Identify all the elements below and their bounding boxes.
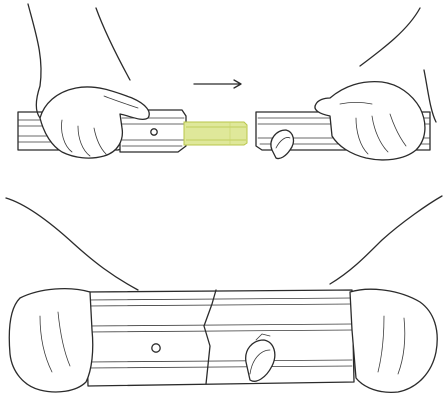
arms-outline bbox=[6, 196, 442, 290]
top-panel bbox=[18, 4, 436, 160]
right-hand-bottom bbox=[350, 289, 437, 392]
bottom-panel bbox=[6, 196, 442, 392]
joined-rail bbox=[86, 290, 354, 386]
arrow-right-icon bbox=[194, 80, 241, 88]
left-hand-bottom bbox=[9, 289, 92, 392]
right-hand bbox=[315, 8, 436, 160]
connector-insert bbox=[184, 122, 247, 145]
